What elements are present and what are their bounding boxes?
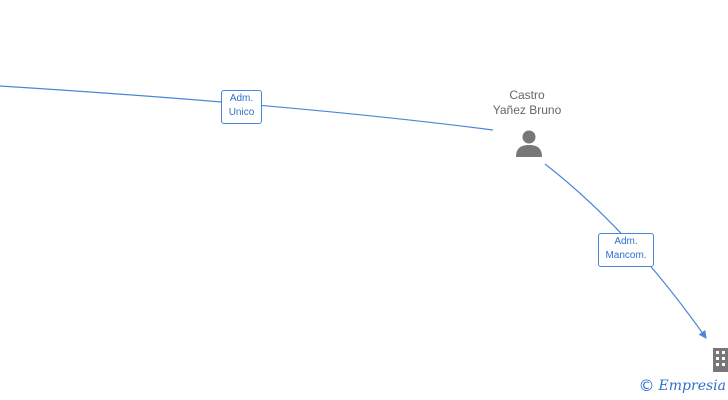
edge-label-line1: Adm. <box>614 236 638 247</box>
person-icon[interactable] <box>514 128 544 158</box>
building-icon[interactable] <box>713 348 728 372</box>
edge-label-adm-unico[interactable]: Adm. Unico <box>221 90 262 124</box>
copyright-icon: © <box>638 376 655 395</box>
person-name[interactable]: Castro Yañez Bruno <box>476 88 578 118</box>
edge-label-adm-mancom[interactable]: Adm. Mancom. <box>598 233 654 267</box>
edge-label-line2: Unico <box>228 107 255 118</box>
person-name-line2: Yañez Bruno <box>492 103 562 117</box>
edge-adm-unico-line <box>0 85 494 131</box>
edge-label-line2: Mancom. <box>605 250 647 261</box>
brand-logo: Empresia <box>658 378 726 394</box>
edge-label-line1: Adm. <box>229 93 254 104</box>
watermark: © Empresia <box>639 375 726 397</box>
person-name-line1: Castro <box>509 88 545 102</box>
